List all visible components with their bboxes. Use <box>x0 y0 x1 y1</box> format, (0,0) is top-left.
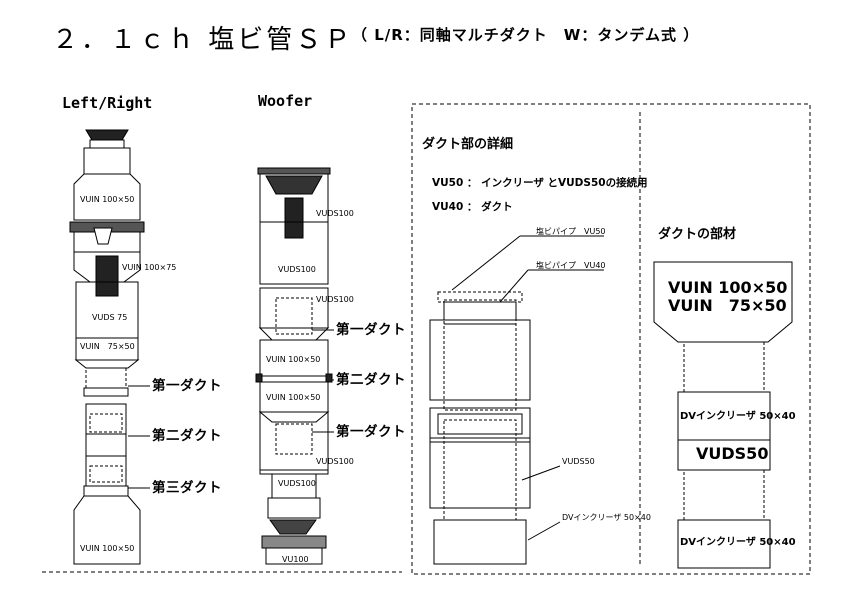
left-duct-2: 第二ダクト <box>152 428 222 444</box>
parts-drawing <box>653 261 793 569</box>
callout-vu50: 塩ビパイプ VU50 <box>536 227 606 236</box>
woofer-label-3: VUDS100 <box>316 295 354 304</box>
duct-detail-drawing <box>429 235 604 565</box>
parts-mid-1: DVインクリーザ 50×40 <box>680 411 796 422</box>
page-title: ２．１ｃｈ 塩ビ管ＳＰ <box>52 25 354 55</box>
woofer-duct-2: 第二ダクト <box>336 372 406 388</box>
woofer-label-5: VUIN 100×50 <box>266 393 321 402</box>
parts-big-3: VUDS50 <box>696 444 769 463</box>
callout-increaser: DVインクリーザ 50×40 <box>562 513 651 522</box>
left-label-2: VUIN 100×75 <box>122 263 177 272</box>
woofer-label-8: VU100 <box>282 555 309 564</box>
left-right-heading: Left/Right <box>62 94 153 112</box>
left-duct-1: 第一ダクト <box>152 378 222 394</box>
callout-vuds50: VUDS50 <box>562 457 595 466</box>
detail-frame <box>411 103 811 575</box>
woofer-label-4: VUIN 100×50 <box>266 355 321 364</box>
woofer-duct-3: 第一ダクト <box>336 424 406 440</box>
callout-vu40: 塩ビパイプ VU40 <box>536 261 606 270</box>
woofer-assembly <box>255 167 334 565</box>
detail-note-1: VU50 ： インクリーザ とVUDS50の接続用 <box>432 177 648 189</box>
parts-heading: ダクトの部材 <box>658 227 737 242</box>
page-subtitle: （ L/R：同軸マルチダクト W：タンデム式 ） <box>352 26 700 44</box>
left-label-3: VUDS 75 <box>92 313 128 322</box>
woofer-label-1: VUDS100 <box>316 209 354 218</box>
left-right-assembly <box>69 129 150 565</box>
left-label-5: VUIN 100×50 <box>80 544 135 553</box>
woofer-label-7: VUDS100 <box>278 479 316 488</box>
left-label-4: VUIN 75×50 <box>80 342 135 351</box>
left-label-1: VUIN 100×50 <box>80 195 135 204</box>
woofer-duct-1: 第一ダクト <box>336 322 406 338</box>
parts-mid-2: DVインクリーザ 50×40 <box>680 537 796 548</box>
left-duct-3: 第三ダクト <box>152 480 222 496</box>
woofer-label-2: VUDS100 <box>278 265 316 274</box>
detail-heading: ダクト部の詳細 <box>422 137 514 152</box>
woofer-heading: Woofer <box>258 92 313 110</box>
detail-note-2: VU40 ： ダクト <box>432 201 513 213</box>
parts-big-1: VUIN 100×50 <box>668 278 788 297</box>
woofer-label-6: VUDS100 <box>316 457 354 466</box>
parts-big-2: VUIN 75×50 <box>668 296 787 315</box>
